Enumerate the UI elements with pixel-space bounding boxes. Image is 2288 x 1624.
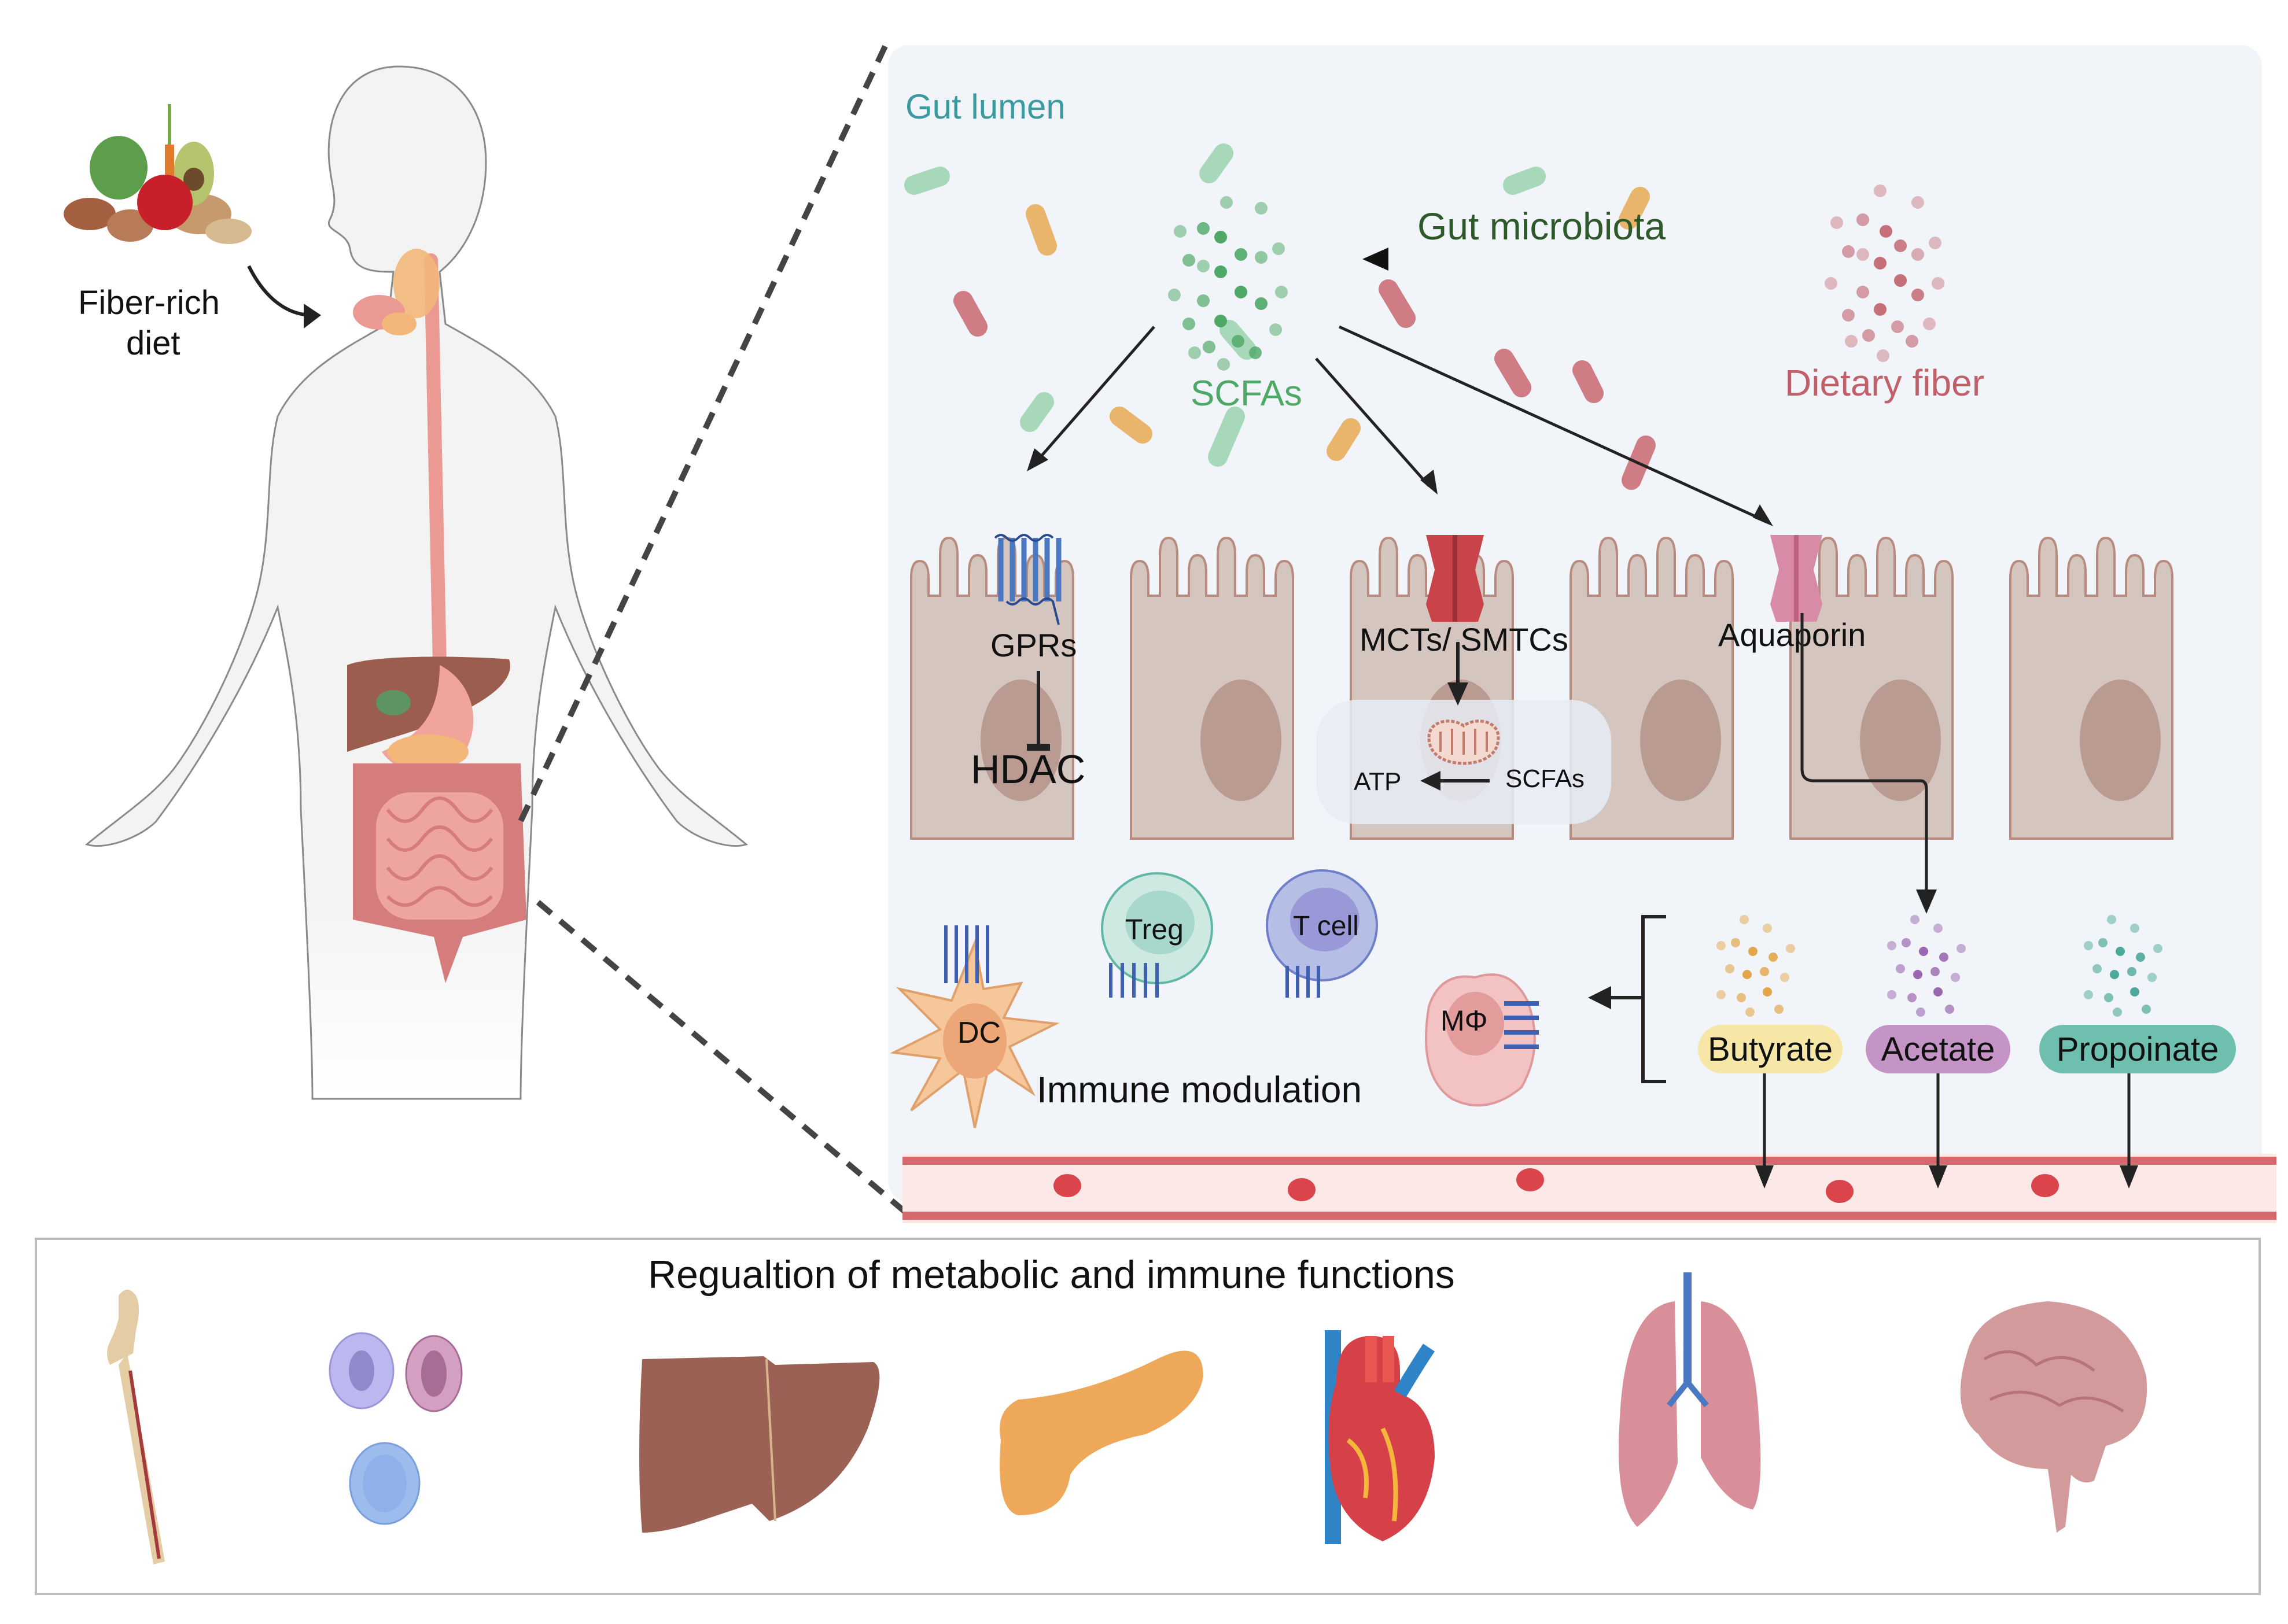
aquaporin-to-scfa-arrow-icon [1800, 613, 1937, 914]
butyrate-dots [1716, 915, 1795, 1017]
dc-label: DC [957, 1016, 1001, 1050]
scfa-bracket-arrow-icon [1588, 915, 1666, 1083]
propionate-dots [2084, 915, 2162, 1017]
acetate-pill: Acetate [1866, 1025, 2010, 1073]
lungs-icon [1619, 1272, 1761, 1527]
treg-cell-icon [1101, 872, 1213, 998]
mct-to-mito-arrow-icon [1447, 642, 1468, 706]
diet-label-line1: Fiber-rich [78, 284, 220, 322]
pancreas-icon [1000, 1350, 1203, 1515]
treg-label: Treg [1125, 913, 1184, 946]
liver-icon [639, 1356, 880, 1533]
mito-scfas-label: SCFAs [1505, 765, 1585, 793]
propionate-pill: Propoinate [2039, 1025, 2236, 1073]
brain-icon [1960, 1301, 2147, 1533]
microbiota-arrow-icon [1362, 248, 1767, 271]
aquaporin-label: Aquaporin [1718, 617, 1866, 653]
dietary-fiber-label: Dietary fiber [1785, 362, 1984, 404]
t-cell-icon [1266, 869, 1378, 998]
blood-vessel [902, 1154, 2276, 1223]
macrophage-icon [1425, 973, 1539, 1107]
scfa-dots-cluster [1168, 196, 1288, 371]
gpr-receptor-icon [994, 534, 1062, 625]
bone-icon [107, 1290, 165, 1564]
butyrate-label: Butyrate [1708, 1030, 1833, 1068]
arrow-to-mouth-icon [247, 265, 321, 329]
heart-icon [1325, 1330, 1435, 1544]
dietary-fiber-dots [1825, 184, 1944, 362]
acetate-dots [1887, 915, 1966, 1017]
mct-transporter-icon [1426, 535, 1484, 622]
immune-modulation-label: Immune modulation [1037, 1069, 1362, 1110]
gut-microbiota-label: Gut microbiota [1417, 205, 1666, 248]
macrophage-label: MΦ [1440, 1005, 1488, 1037]
scfa-to-atp-arrow-icon [1420, 771, 1490, 791]
gut-bacteria-icons [904, 143, 1656, 490]
systemic-effects-box [35, 1238, 2261, 1595]
butyrate-pill: Butyrate [1698, 1025, 1843, 1073]
dendritic-cell-icon [890, 925, 1060, 1128]
propionate-label: Propoinate [2056, 1030, 2219, 1068]
mct-label: MCTs/ SMTCs [1359, 621, 1568, 658]
hdac-label: HDAC [971, 747, 1086, 792]
aquaporin-channel-icon [1770, 535, 1822, 622]
atp-label: ATP [1354, 767, 1402, 796]
fiber-rich-food-icon [64, 104, 252, 244]
diet-label-line2: diet [126, 324, 180, 362]
body-silhouette-icon [84, 65, 749, 1100]
scfas-label: SCFAs [1191, 374, 1302, 414]
gpr-inhibits-hdac-icon [1027, 671, 1050, 751]
human-body-figure: Fiber-rich diet [0, 0, 868, 1157]
mitochondrion-icon [1427, 719, 1500, 765]
gprs-label: GPRs [990, 627, 1077, 663]
acetate-label: Acetate [1881, 1030, 1995, 1068]
gut-lumen-title: Gut lumen [905, 87, 1066, 126]
t-cell-label: T cell [1293, 911, 1359, 942]
systemic-effects-title: Regualtion of metabolic and immune funct… [648, 1253, 1455, 1297]
immune-cells-icon [329, 1332, 463, 1525]
